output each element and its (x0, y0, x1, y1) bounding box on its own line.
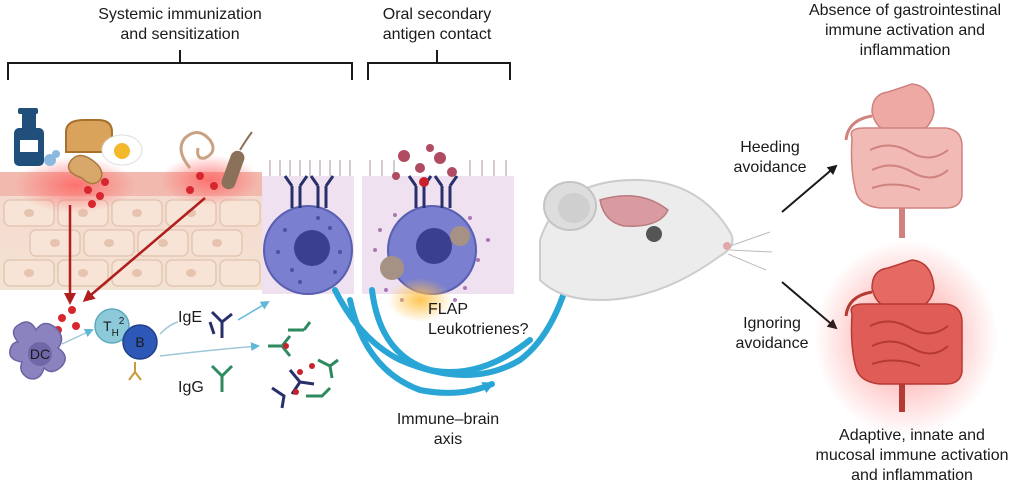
lotion-bottle-icon (14, 108, 60, 166)
allergen-arrow-right (82, 197, 206, 302)
th2-cell (94, 308, 130, 344)
antigen-dots (283, 343, 315, 395)
bread-icon (65, 119, 113, 153)
mast-cell-degranulating (362, 144, 514, 322)
healthy-gut-icon (844, 83, 963, 238)
immune-brain-axis-arrows (332, 247, 580, 396)
flap-label: FLAP (428, 301, 468, 318)
parasite-icon (179, 131, 215, 169)
oral-title-line1: Oral secondary (383, 6, 492, 23)
ige-to-mastcell-arrow (237, 300, 270, 321)
immune-brain-label-line2: axis (434, 431, 462, 448)
heeding-label-line1: Heeding (740, 139, 800, 156)
oral-bracket (367, 50, 511, 80)
systemic-title-line1: Systemic immunization (98, 6, 262, 23)
absence-title-line1: Absence of gastrointestinal (809, 2, 1001, 19)
ige-antibody-icon (208, 310, 233, 338)
b-to-igg-arrow (159, 342, 260, 357)
immune-complex (268, 321, 339, 409)
mast-cell-sensitized (262, 160, 354, 295)
igg-antibody-icon (210, 364, 234, 392)
systemic-bracket (7, 50, 353, 80)
ige-label: IgE (178, 309, 202, 326)
dendritic-cell (9, 321, 66, 380)
epithelium-tissue (0, 155, 262, 290)
absence-title-line3: inflammation (860, 42, 951, 59)
b-cell (122, 324, 158, 381)
brain-icon (599, 195, 669, 227)
bacterium-icon (221, 131, 253, 190)
b-label: B (135, 334, 144, 350)
adaptive-label-line3: and inflammation (851, 467, 973, 484)
absence-title-line2: immune activation and (825, 22, 985, 39)
ignoring-label-line1: Ignoring (743, 315, 801, 332)
igg-label: IgG (178, 379, 204, 396)
systemic-title-line2: and sensitization (120, 26, 239, 43)
adaptive-label-line2: mucosal immune activation (816, 447, 1009, 464)
adaptive-label-line1: Adaptive, innate and (839, 427, 985, 444)
b-to-ige-arrow (159, 321, 179, 335)
th2-label: TH2 (103, 316, 125, 339)
inflamed-gut-icon (844, 259, 963, 412)
dc-label: DC (30, 346, 50, 362)
leukotrienes-label: Leukotrienes? (428, 321, 529, 338)
heeding-arrow (781, 164, 838, 213)
heeding-label-line2: avoidance (734, 159, 807, 176)
immune-brain-label-line1: Immune–brain (397, 411, 499, 428)
oral-title-line2: antigen contact (383, 26, 492, 43)
mouse-illustration (539, 178, 773, 302)
dc-to-th2-arrow (61, 328, 94, 345)
peanut-icon (67, 154, 103, 185)
egg-icon (101, 134, 143, 166)
ignoring-label-line2: avoidance (736, 335, 809, 352)
